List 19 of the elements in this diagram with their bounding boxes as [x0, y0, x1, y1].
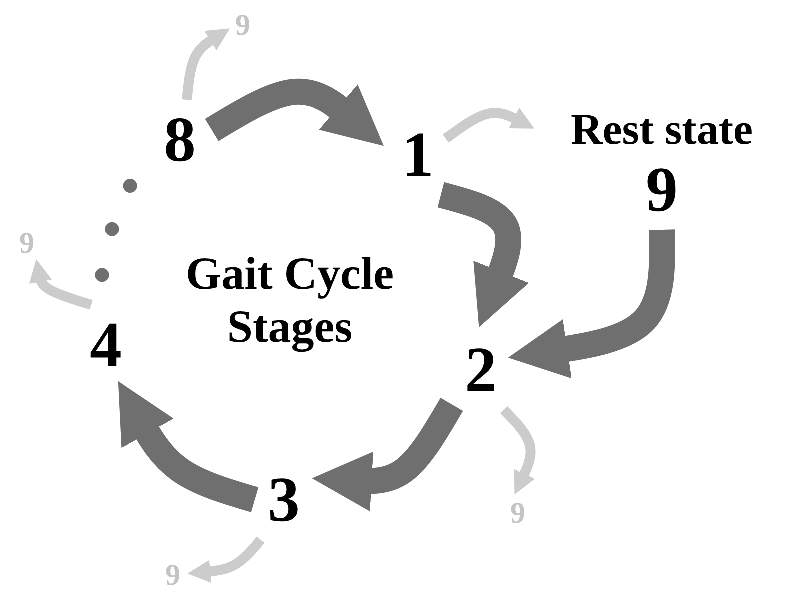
stage-number: 9 — [20, 229, 34, 259]
stage-number: 2 — [465, 338, 497, 402]
stage-number: 1 — [402, 123, 434, 187]
center-title: Gait Cycle Stages — [184, 248, 396, 354]
stage-number: 8 — [164, 108, 196, 172]
arrow — [118, 381, 259, 512]
state-title: Rest state — [570, 108, 754, 152]
arrow — [443, 108, 535, 143]
arrow — [188, 536, 265, 584]
arrow — [182, 28, 230, 100]
stage-number: 3 — [268, 468, 300, 532]
stage-number: 9 — [166, 561, 180, 591]
arrow — [29, 259, 93, 310]
stage-number: 9 — [646, 158, 678, 222]
stage-number: 9 — [510, 499, 526, 529]
arrow — [205, 78, 384, 146]
stage-number: 9 — [236, 11, 250, 41]
arrow — [500, 406, 536, 495]
stage-number: 4 — [90, 313, 122, 377]
